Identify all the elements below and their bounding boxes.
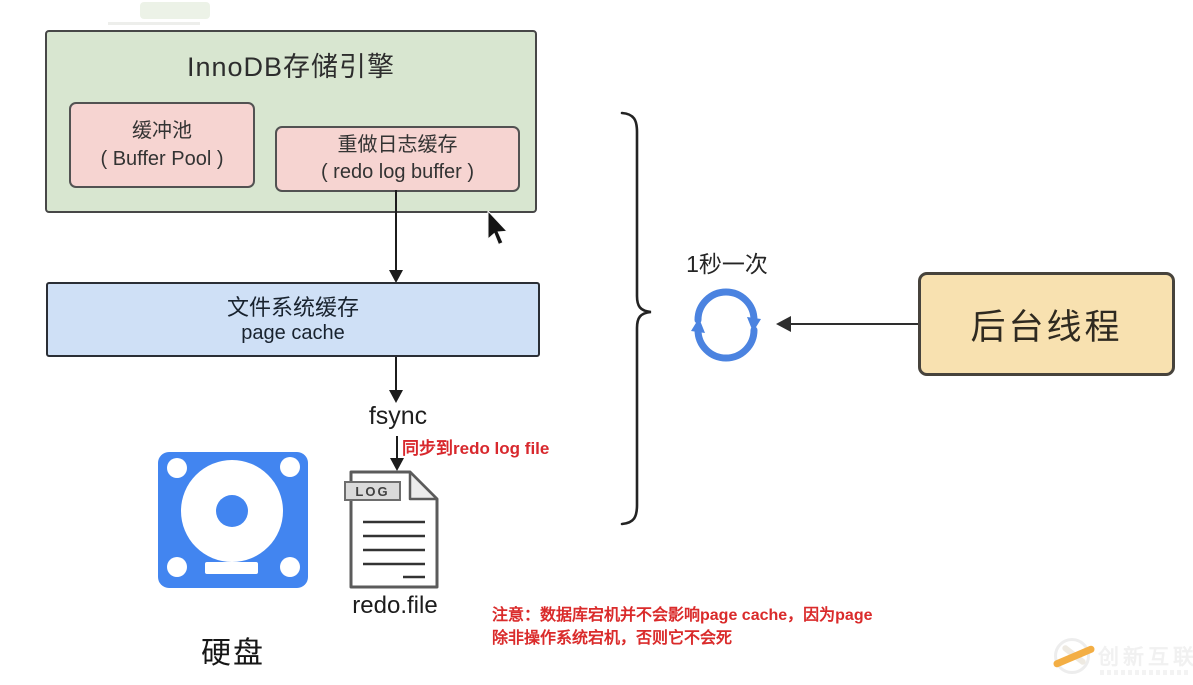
- warning-note-line2: 除非操作系统宕机，否则它不会死: [492, 630, 733, 647]
- watermark: 创新互联: [1052, 634, 1193, 684]
- watermark-brand-text: 创新互联: [1098, 646, 1193, 669]
- disk-screw: [280, 557, 300, 577]
- innodb-engine-box: InnoDB存储引擎 缓冲池 ( Buffer Pool ) 重做日志缓存 ( …: [45, 30, 537, 213]
- arrow-fsync-to-file-line: [396, 436, 398, 459]
- disk-slot: [205, 562, 258, 574]
- log-file-tag: LOG: [344, 481, 401, 501]
- buffer-pool-label-en: ( Buffer Pool ): [100, 148, 224, 170]
- arrow-fsync-to-file-head: [390, 458, 404, 471]
- cx-brand-logo-icon: [1054, 638, 1090, 674]
- background-thread-label: 后台线程: [970, 307, 1123, 347]
- artifact-line: [108, 22, 200, 25]
- redo-log-buffer-label-cn: 重做日志缓存: [337, 134, 458, 156]
- page-cache-label-cn: 文件系统缓存: [226, 295, 359, 320]
- redo-log-buffer-box: 重做日志缓存 ( redo log buffer ): [275, 126, 520, 192]
- redo-file-label: redo.file: [352, 592, 438, 619]
- arrow-redo-to-pagecache-head: [389, 270, 403, 283]
- watermark-subtext-strip: [1100, 670, 1188, 675]
- buffer-pool-box: 缓冲池 ( Buffer Pool ): [69, 102, 255, 188]
- warning-note: 注意：数据库宕机并不会影响page cache，因为page 除非操作系统宕机，…: [492, 604, 873, 650]
- arrow-thread-to-cycle-head: [776, 316, 791, 332]
- arrow-thread-to-cycle-line: [790, 323, 918, 325]
- redo-log-buffer-label-en: ( redo log buffer ): [320, 161, 475, 183]
- buffer-pool-label-cn: 缓冲池: [132, 120, 192, 142]
- arrow-pagecache-to-fsync-line: [395, 357, 397, 391]
- page-cache-label-en: page cache: [241, 322, 345, 344]
- background-thread-box: 后台线程: [918, 272, 1175, 376]
- arrow-redo-to-pagecache-line: [395, 190, 397, 272]
- disk-screw: [167, 557, 187, 577]
- hard-disk-icon: [158, 452, 308, 588]
- page-cache-box: 文件系统缓存 page cache: [46, 282, 540, 357]
- fsync-label: fsync: [368, 402, 428, 430]
- disk-screw: [280, 457, 300, 477]
- artifact-smudge: [140, 2, 210, 19]
- disk-hub: [216, 495, 248, 527]
- fsync-sync-note: 同步到redo log file: [402, 439, 550, 458]
- log-file-icon: LOG: [344, 470, 440, 590]
- warning-note-line1: 注意：数据库宕机并不会影响page cache，因为page: [492, 607, 873, 624]
- disk-screw: [167, 458, 187, 478]
- innodb-engine-title: InnoDB存储引擎: [186, 52, 396, 82]
- disk-label: 硬盘: [201, 637, 265, 670]
- curly-brace: [620, 111, 652, 526]
- mouse-cursor-icon: [487, 211, 509, 246]
- cycle-interval-label: 1秒一次: [686, 251, 768, 277]
- refresh-cycle-icon: [691, 288, 761, 362]
- arrow-pagecache-to-fsync-head: [389, 390, 403, 403]
